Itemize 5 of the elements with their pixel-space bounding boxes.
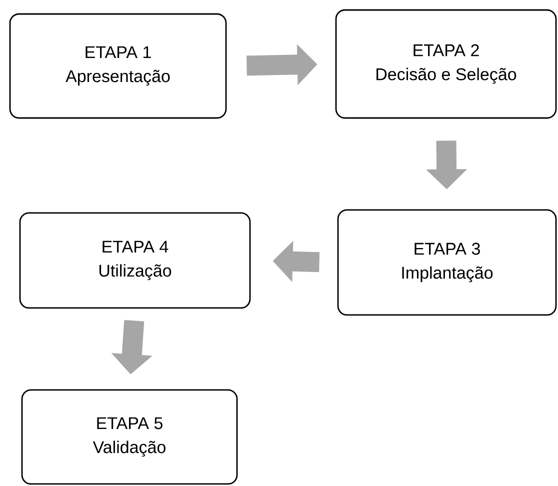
step-box: ETAPA 4 Utilização xyxy=(19,212,251,309)
step-box: ETAPA 1 Apresentação xyxy=(9,13,227,119)
step-box: ETAPA 5 Validação xyxy=(21,389,238,485)
step-box: ETAPA 3 Implantação xyxy=(337,209,557,316)
step-box: ETAPA 2 Decisão e Seleção xyxy=(335,9,557,119)
